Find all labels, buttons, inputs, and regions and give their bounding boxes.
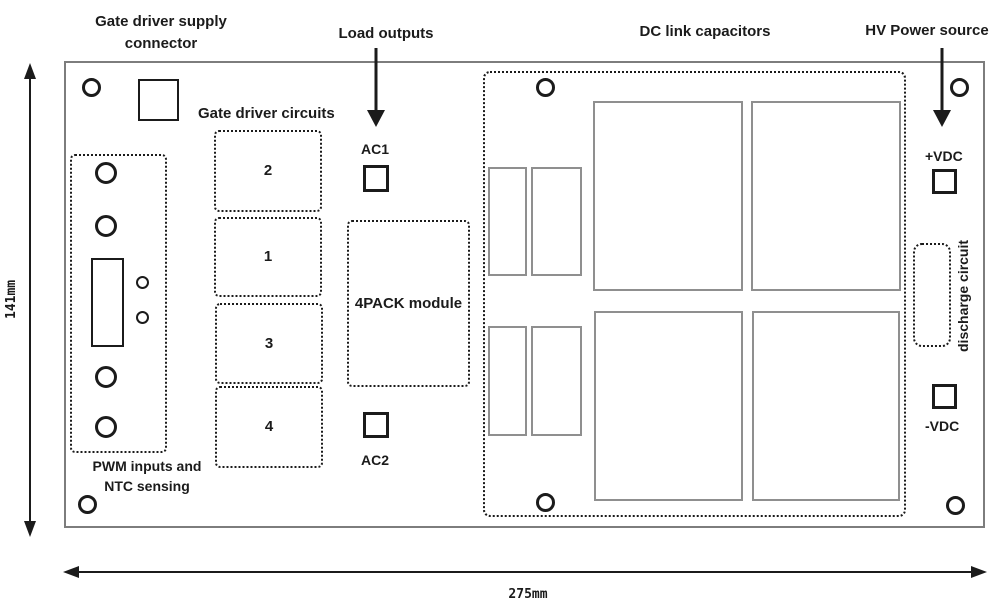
gate-driver-circuit-box: 2 [214,130,322,212]
capacitor-large [751,101,901,291]
gate-driver-circuit-number: 2 [263,162,273,180]
discharge-circuit-area [913,243,951,347]
dc-link-capacitors-area [483,71,906,517]
gate-driver-supply-connector-label: Gate driver supply connector [95,13,227,52]
mounting-hole-bottom-left [78,495,97,514]
vdc-plus-terminal [932,169,957,194]
gate-driver-circuit-number: 4 [264,418,274,436]
dc-link-capacitors-label: DC link capacitors [639,23,771,40]
load-outputs-label: Load outputs [338,25,434,42]
gate-driver-circuit-number: 3 [264,334,274,352]
board-height-dimension: 141mm [4,279,19,319]
gate-driver-circuit-box: 4 [215,386,323,468]
connector-pin-hole [95,416,117,438]
pwm-ntc-connector-area [70,154,167,453]
capacitor-small [488,326,527,436]
connector-pin-hole [95,162,117,184]
gate-driver-circuit-box: 1 [214,217,322,297]
width-dimension-arrow [63,566,987,578]
ac1-label: AC1 [361,141,390,157]
pwm-ntc-label: PWM inputs and NTC sensing [92,458,202,495]
ac2-label: AC2 [361,452,390,468]
gate-driver-circuit-box: 3 [215,303,323,384]
vdc-plus-label: +VDC [925,148,963,164]
discharge-circuit-label: discharge circuit [955,239,971,352]
pwm-connector-body [91,258,124,347]
capacitor-large [593,101,743,291]
connector-pin-hole-small [136,276,149,289]
connector-pin-hole [95,366,117,388]
connector-pin-hole [95,215,117,237]
gate-driver-circuits-label: Gate driver circuits [198,105,335,122]
mounting-hole-bottom-middle [536,493,555,512]
connector-pin-hole-small [136,311,149,324]
capacitor-large [594,311,743,501]
gate-driver-supply-connector [138,79,179,121]
capacitor-small [488,167,527,276]
mounting-hole-bottom-right [946,496,965,515]
capacitor-small [531,326,582,436]
ac2-terminal [363,412,389,438]
ac1-terminal [363,165,389,192]
capacitor-small [531,167,582,276]
hv-power-source-label: HV Power source [865,22,989,39]
4pack-module-label: 4PACK module [354,294,463,312]
mounting-hole-top-middle [536,78,555,97]
mounting-hole-top-left [82,78,101,97]
vdc-minus-label: -VDC [925,418,960,434]
vdc-minus-terminal [932,384,957,409]
board-width-dimension: 275mm [508,587,548,602]
capacitor-large [752,311,900,501]
height-dimension-arrow [24,63,36,537]
mounting-hole-top-right [950,78,969,97]
4pack-module-area: 4PACK module [347,220,470,387]
gate-driver-circuit-number: 1 [263,248,273,266]
